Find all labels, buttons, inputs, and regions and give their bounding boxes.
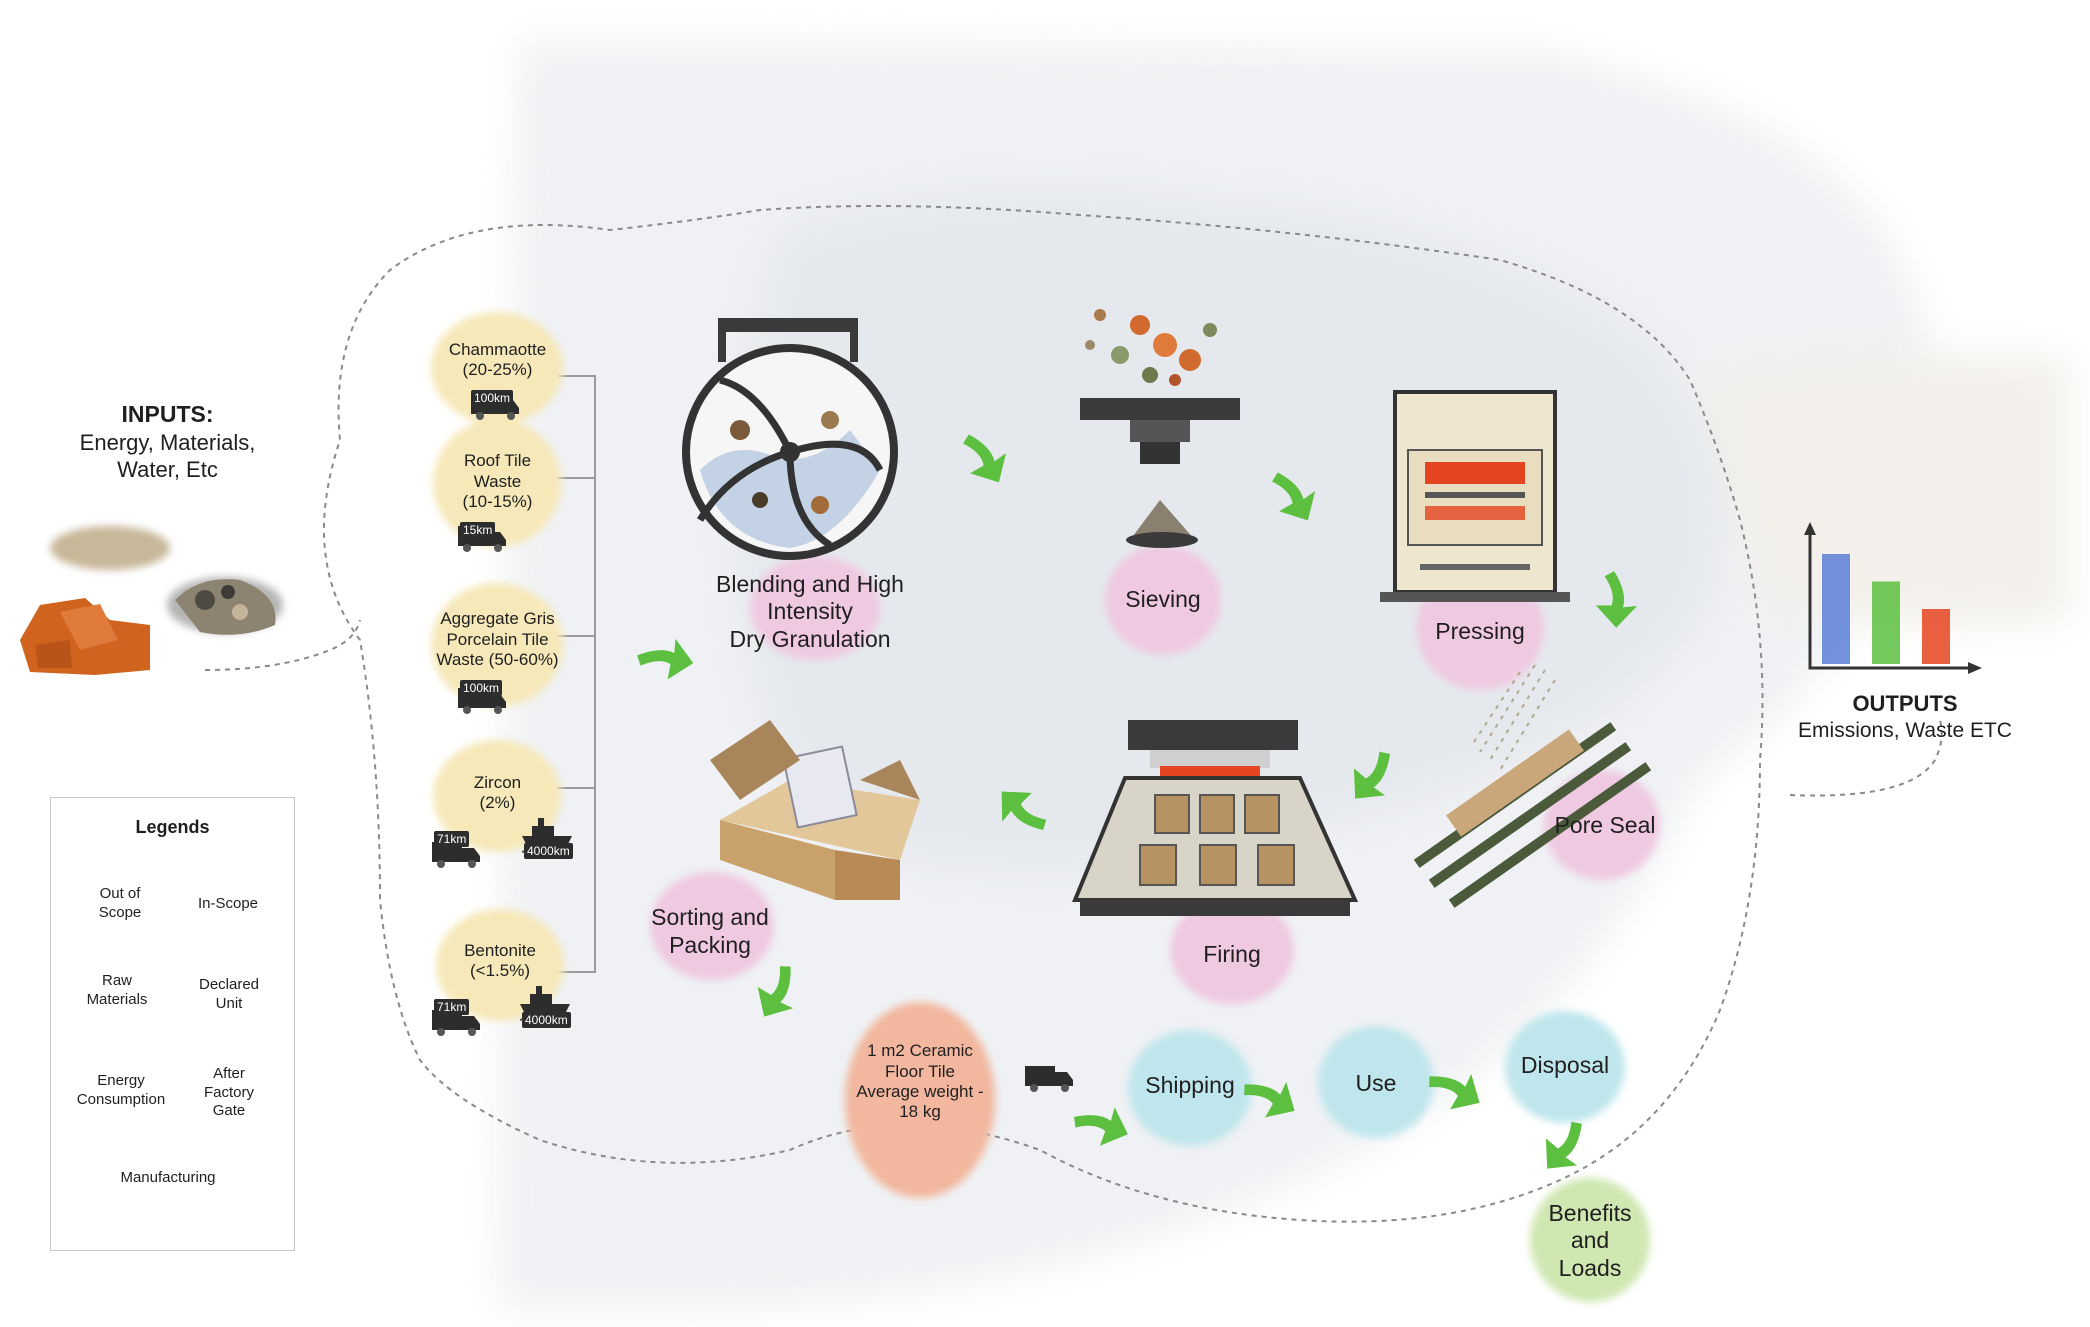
legend-out-of-scope-line1: Out of [99, 885, 141, 903]
materials-bracket [557, 375, 596, 973]
box-illustration [710, 720, 920, 900]
outputs-chart-bar [1872, 581, 1900, 664]
step-blending-line2: Intensity [767, 598, 853, 625]
legend-energy-consumption: Energy Consumption [70, 1068, 172, 1114]
step-use: Use [1355, 1070, 1397, 1097]
material-bentonite-share: (<1.5%) [470, 961, 530, 980]
declared-unit-label: 1 m2 Ceramic Floor Tile Average weight -… [840, 1036, 1000, 1128]
step-benefits-loads: Benefits and Loads [1525, 1198, 1655, 1284]
step-benefits-line3: Loads [1558, 1254, 1622, 1281]
material-zircon: Zircon (2%) [430, 770, 565, 816]
distance-badge-truck: 100km [471, 390, 514, 406]
step-sorting-line1: Sorting and [651, 904, 769, 931]
step-benefits-line1: Benefits [1548, 1199, 1632, 1226]
step-firing: Firing [1203, 941, 1261, 968]
step-sorting-line2: Packing [669, 932, 751, 958]
press-illustration [1380, 390, 1570, 602]
legend-energy-line2: Consumption [76, 1091, 166, 1108]
material-aggregate-name1: Aggregate Gris [440, 609, 555, 629]
pore-seal-illustration [1413, 664, 1652, 908]
outputs-chart-bar [1822, 554, 1850, 664]
material-chammaotte-share: (20-25%) [462, 360, 533, 379]
step-blending-line3: Dry Granulation [729, 625, 891, 652]
legend-declared-unit: Declared Unit [186, 972, 272, 1018]
outputs-chart-icon [1804, 522, 1982, 674]
outputs-chart-bar [1922, 609, 1950, 664]
step-pore-seal: Pore Seal [1554, 812, 1656, 839]
legend-out-of-scope: Out of Scope [74, 880, 166, 928]
blender-illustration [682, 318, 898, 560]
inputs-subtitle-line2: Water, Etc [117, 457, 218, 483]
step-disposal: Disposal [1520, 1052, 1610, 1079]
outputs-title: OUTPUTS [1852, 691, 1958, 716]
material-blobs [431, 312, 564, 1021]
sieve-illustration [1080, 309, 1240, 548]
step-sorting-packing: Sorting and Packing [630, 902, 790, 962]
material-aggregate-name2: Porcelain Tile [446, 629, 549, 649]
distance-badge-truck: 71km [434, 831, 470, 847]
material-zircon-share: (2%) [479, 793, 516, 812]
material-roof-tile-name2: Waste [473, 471, 522, 491]
material-aggregate-gris: Aggregate Gris Porcelain Tile Waste (50-… [420, 605, 575, 675]
distance-badge-ship: 4000km [524, 843, 573, 859]
distance-badge-truck: 71km [434, 999, 470, 1015]
declared-unit-line4: 18 kg [899, 1102, 941, 1122]
outputs-subtitle: Emissions, Waste ETC [1798, 718, 2012, 742]
material-chammaotte: Chammaotte (20-25%) [430, 335, 565, 385]
kiln-illustration [1072, 720, 1359, 916]
outputs-heading: OUTPUTS Emissions, Waste ETC [1780, 690, 2030, 744]
declared-unit-line1: 1 m2 Ceramic [867, 1041, 973, 1061]
material-chammaotte-name: Chammaotte [448, 339, 547, 359]
declared-unit-line2: Floor Tile [885, 1061, 955, 1081]
material-roof-tile-waste: Roof Tile Waste (10-15%) [430, 447, 565, 517]
legend-after-line2: Factory [203, 1083, 254, 1101]
material-zircon-name: Zircon [473, 772, 522, 792]
inputs-subtitle-line1: Energy, Materials, [79, 429, 256, 455]
raw-materials-heap [20, 526, 283, 675]
inputs-title: INPUTS: [121, 401, 214, 427]
legend-in-scope: In-Scope [197, 894, 259, 912]
system-boundary [323, 205, 1764, 1223]
legend-after-line1: After [213, 1064, 245, 1082]
material-bentonite: Bentonite (<1.5%) [430, 938, 570, 984]
material-roof-tile-share: (10-15%) [462, 492, 533, 512]
declared-unit-line3: Average weight - [856, 1082, 984, 1101]
legend-title: Legends [135, 817, 210, 837]
legend-declared-line2: Unit [215, 995, 243, 1012]
step-benefits-line2: and [1570, 1227, 1610, 1254]
material-roof-tile-name1: Roof Tile [463, 451, 532, 471]
legend-declared-line1: Declared [198, 976, 260, 994]
legend-box [50, 797, 295, 1251]
distance-badge-truck: 15km [460, 522, 496, 538]
legend-out-of-scope-line2: Scope [98, 904, 142, 921]
legend-after-line3: Gate [212, 1102, 246, 1120]
step-shipping: Shipping [1145, 1072, 1235, 1099]
step-blending: Blending and High Intensity Dry Granulat… [690, 570, 930, 654]
step-blending-line1: Blending and High [716, 570, 904, 597]
step-pressing: Pressing [1435, 618, 1525, 645]
legend-raw-line2: Materials [86, 991, 148, 1008]
watercolor-wash [500, 40, 2070, 1310]
inputs-heading: INPUTS: Energy, Materials, Water, Etc [55, 400, 280, 484]
legend-after-factory-gate: After Factory Gate [188, 1062, 270, 1124]
legend-energy-line1: Energy [97, 1072, 145, 1090]
distance-badge-ship: 4000km [522, 1012, 571, 1028]
step-sieving: Sieving [1125, 586, 1201, 613]
legend-manufacturing: Manufacturing [120, 1168, 216, 1186]
material-bentonite-name: Bentonite [464, 940, 536, 960]
legend-raw-materials: Raw Materials [72, 968, 162, 1014]
legend-raw-line1: Raw [101, 972, 132, 990]
distance-badge-truck: 100km [460, 680, 503, 696]
material-aggregate-share: Waste (50-60%) [436, 650, 559, 670]
